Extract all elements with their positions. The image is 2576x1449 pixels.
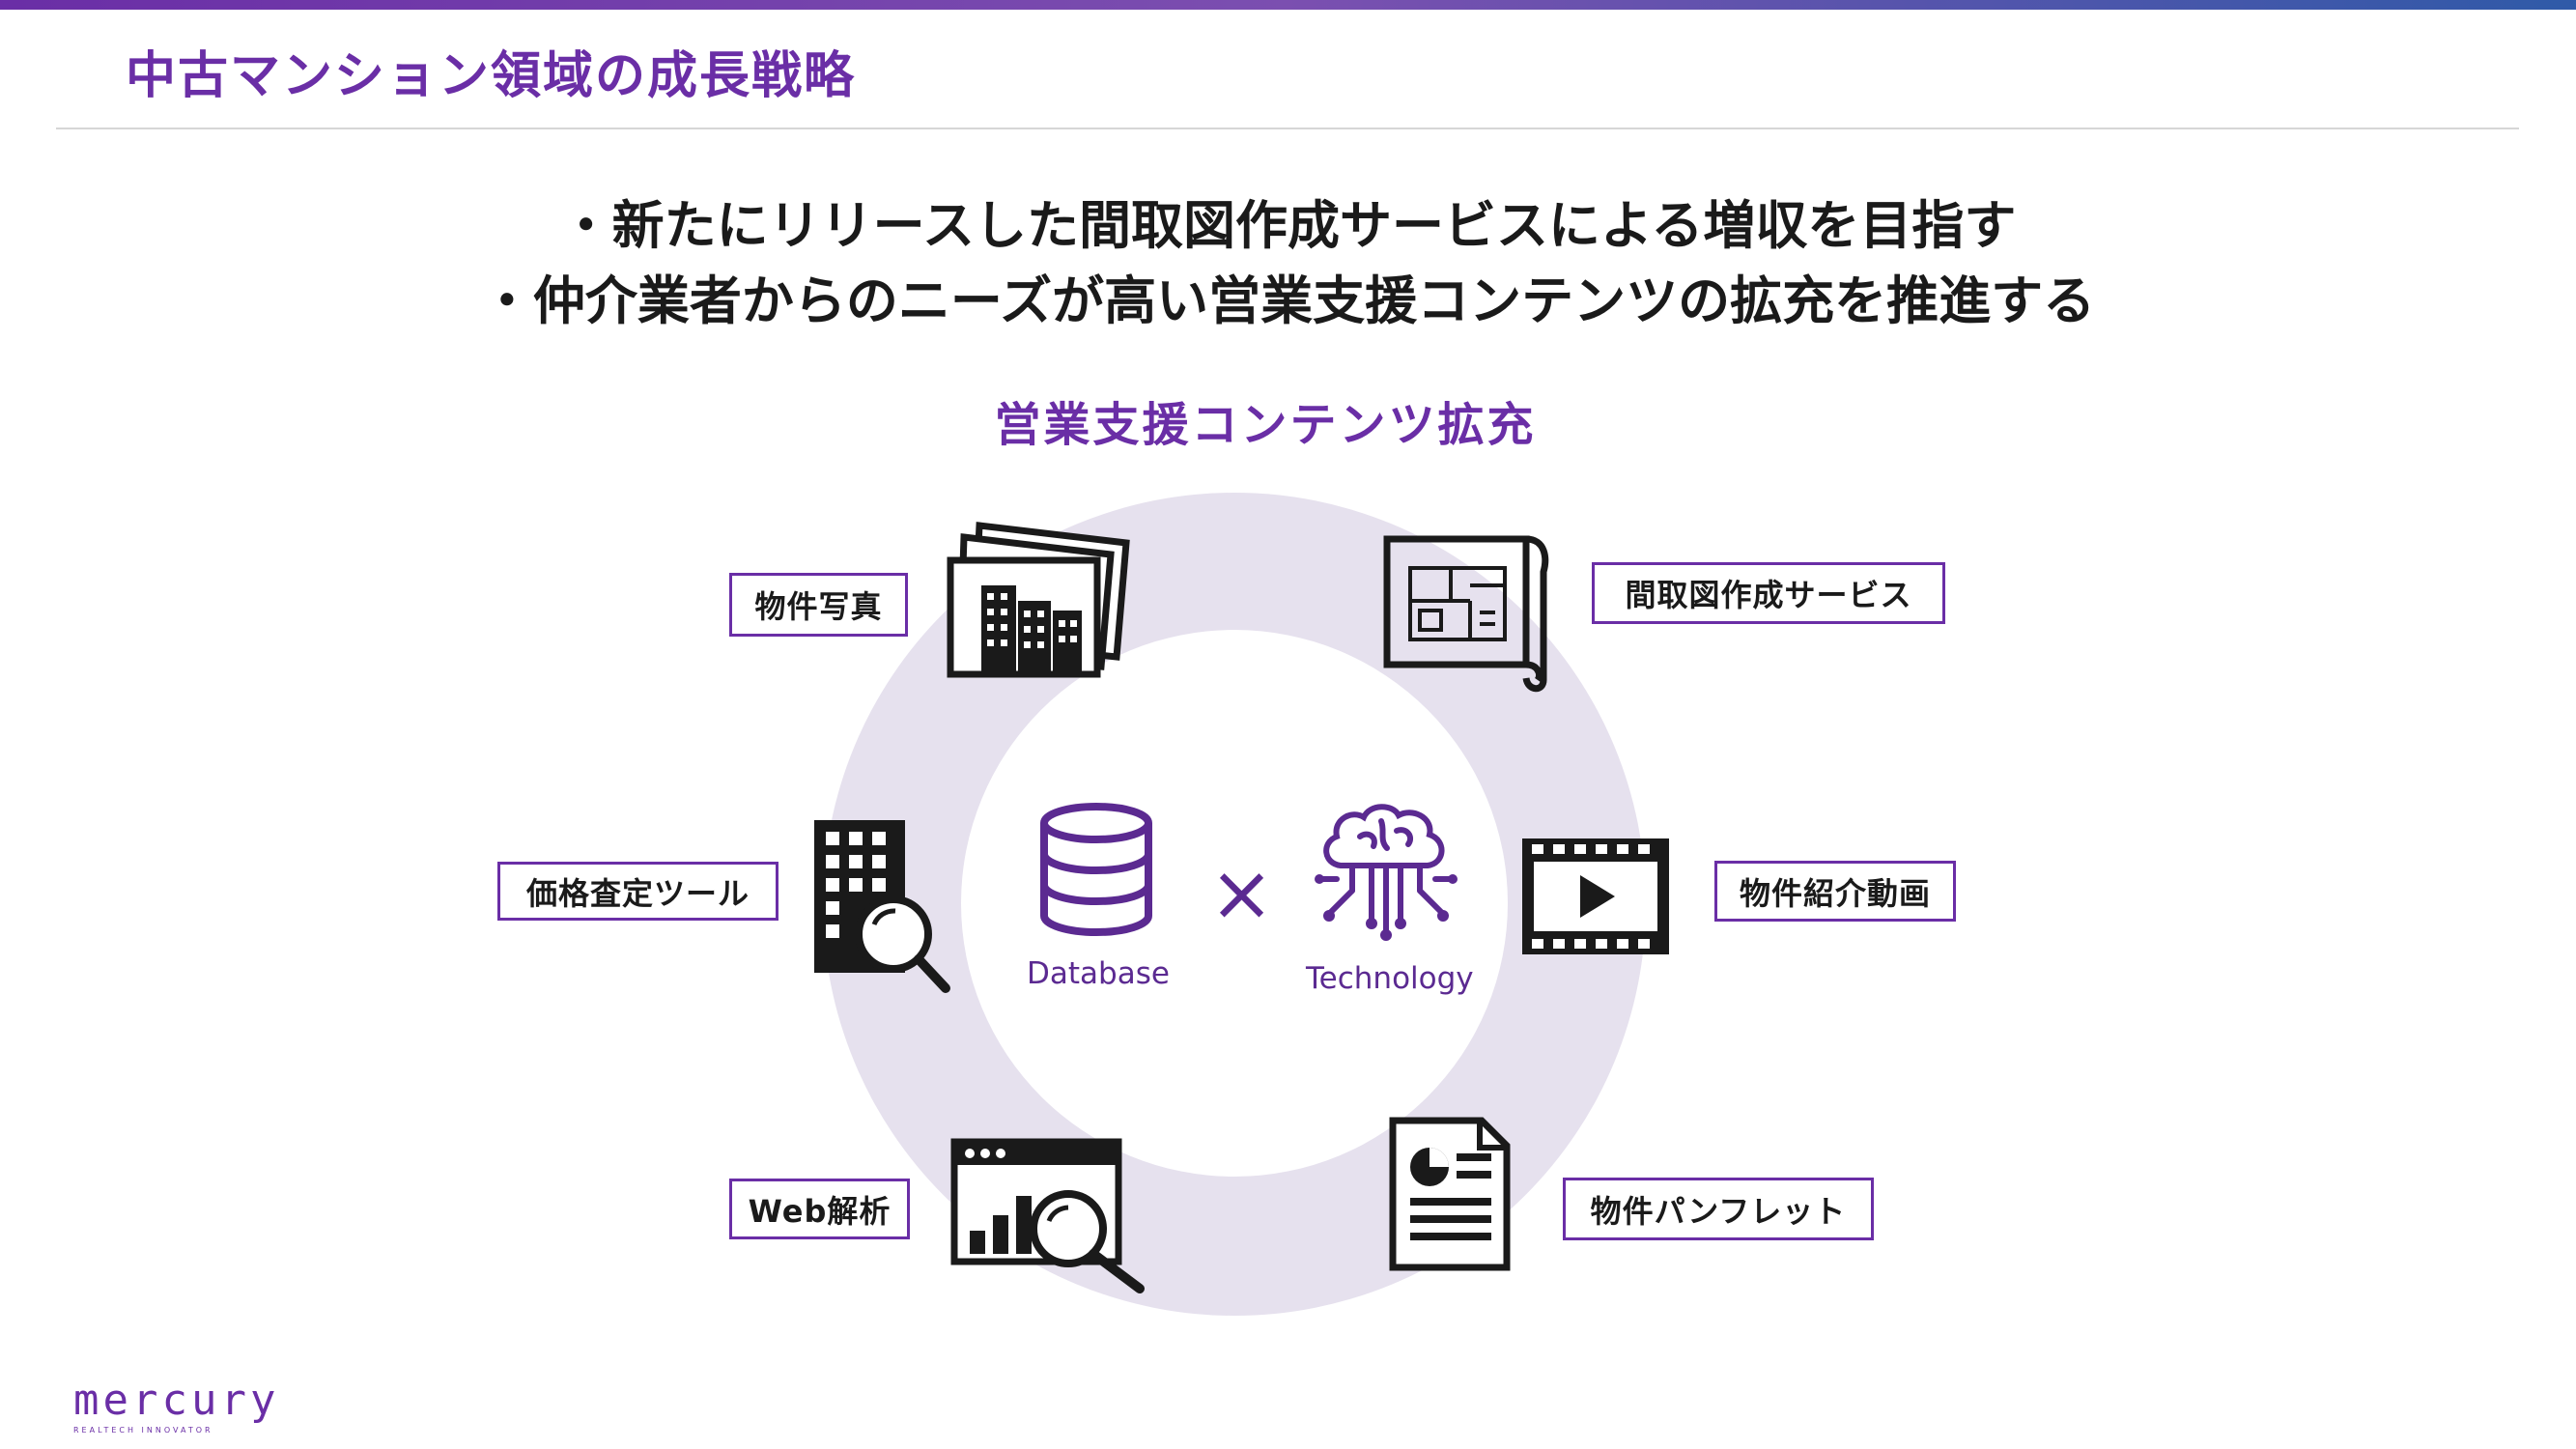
database-label: Database bbox=[1027, 956, 1170, 991]
item-label-floor-plan-service: 間取図作成サービス bbox=[1592, 562, 1945, 624]
top-accent-bar bbox=[0, 0, 2576, 10]
item-label-property-pamphlet: 物件パンフレット bbox=[1563, 1178, 1874, 1240]
logo-wordmark: mercury bbox=[73, 1376, 280, 1425]
database-icon bbox=[1040, 803, 1152, 936]
item-label-property-video: 物件紹介動画 bbox=[1714, 861, 1956, 922]
bullet-item: ・新たにリリースした間取図作成サービスによる増収を目指す bbox=[559, 195, 2017, 256]
item-label-web-analytics: Web解析 bbox=[729, 1179, 910, 1239]
page-title: 中古マンション領域の成長戦略 bbox=[126, 47, 857, 105]
bullet-list: ・新たにリリースした間取図作成サービスによる増収を目指す ・仲介業者からのニーズ… bbox=[0, 188, 2576, 339]
bullet-item: ・仲介業者からのニーズが高い営業支援コンテンツの拡充を推進する bbox=[480, 270, 2096, 331]
brain-circuit-icon bbox=[1315, 804, 1458, 941]
company-logo: mercury REALTECH INNOVATOR bbox=[73, 1379, 279, 1435]
inner-circle bbox=[961, 630, 1508, 1177]
floor-plan-icon bbox=[1383, 535, 1549, 693]
item-label-property-photos: 物件写真 bbox=[729, 573, 908, 637]
section-title: 営業支援コンテンツ拡充 bbox=[994, 398, 1537, 452]
pamphlet-document-icon bbox=[1389, 1117, 1511, 1271]
building-search-icon bbox=[814, 820, 950, 993]
web-analytics-icon bbox=[950, 1138, 1145, 1293]
video-film-icon bbox=[1522, 838, 1669, 954]
title-divider bbox=[56, 128, 2519, 129]
technology-label: Technology bbox=[1306, 961, 1474, 996]
property-photos-icon bbox=[947, 522, 1130, 678]
times-operator: × bbox=[1209, 848, 1275, 938]
logo-tagline: REALTECH INNOVATOR bbox=[73, 1426, 213, 1435]
item-label-price-tool: 価格査定ツール bbox=[497, 862, 778, 921]
